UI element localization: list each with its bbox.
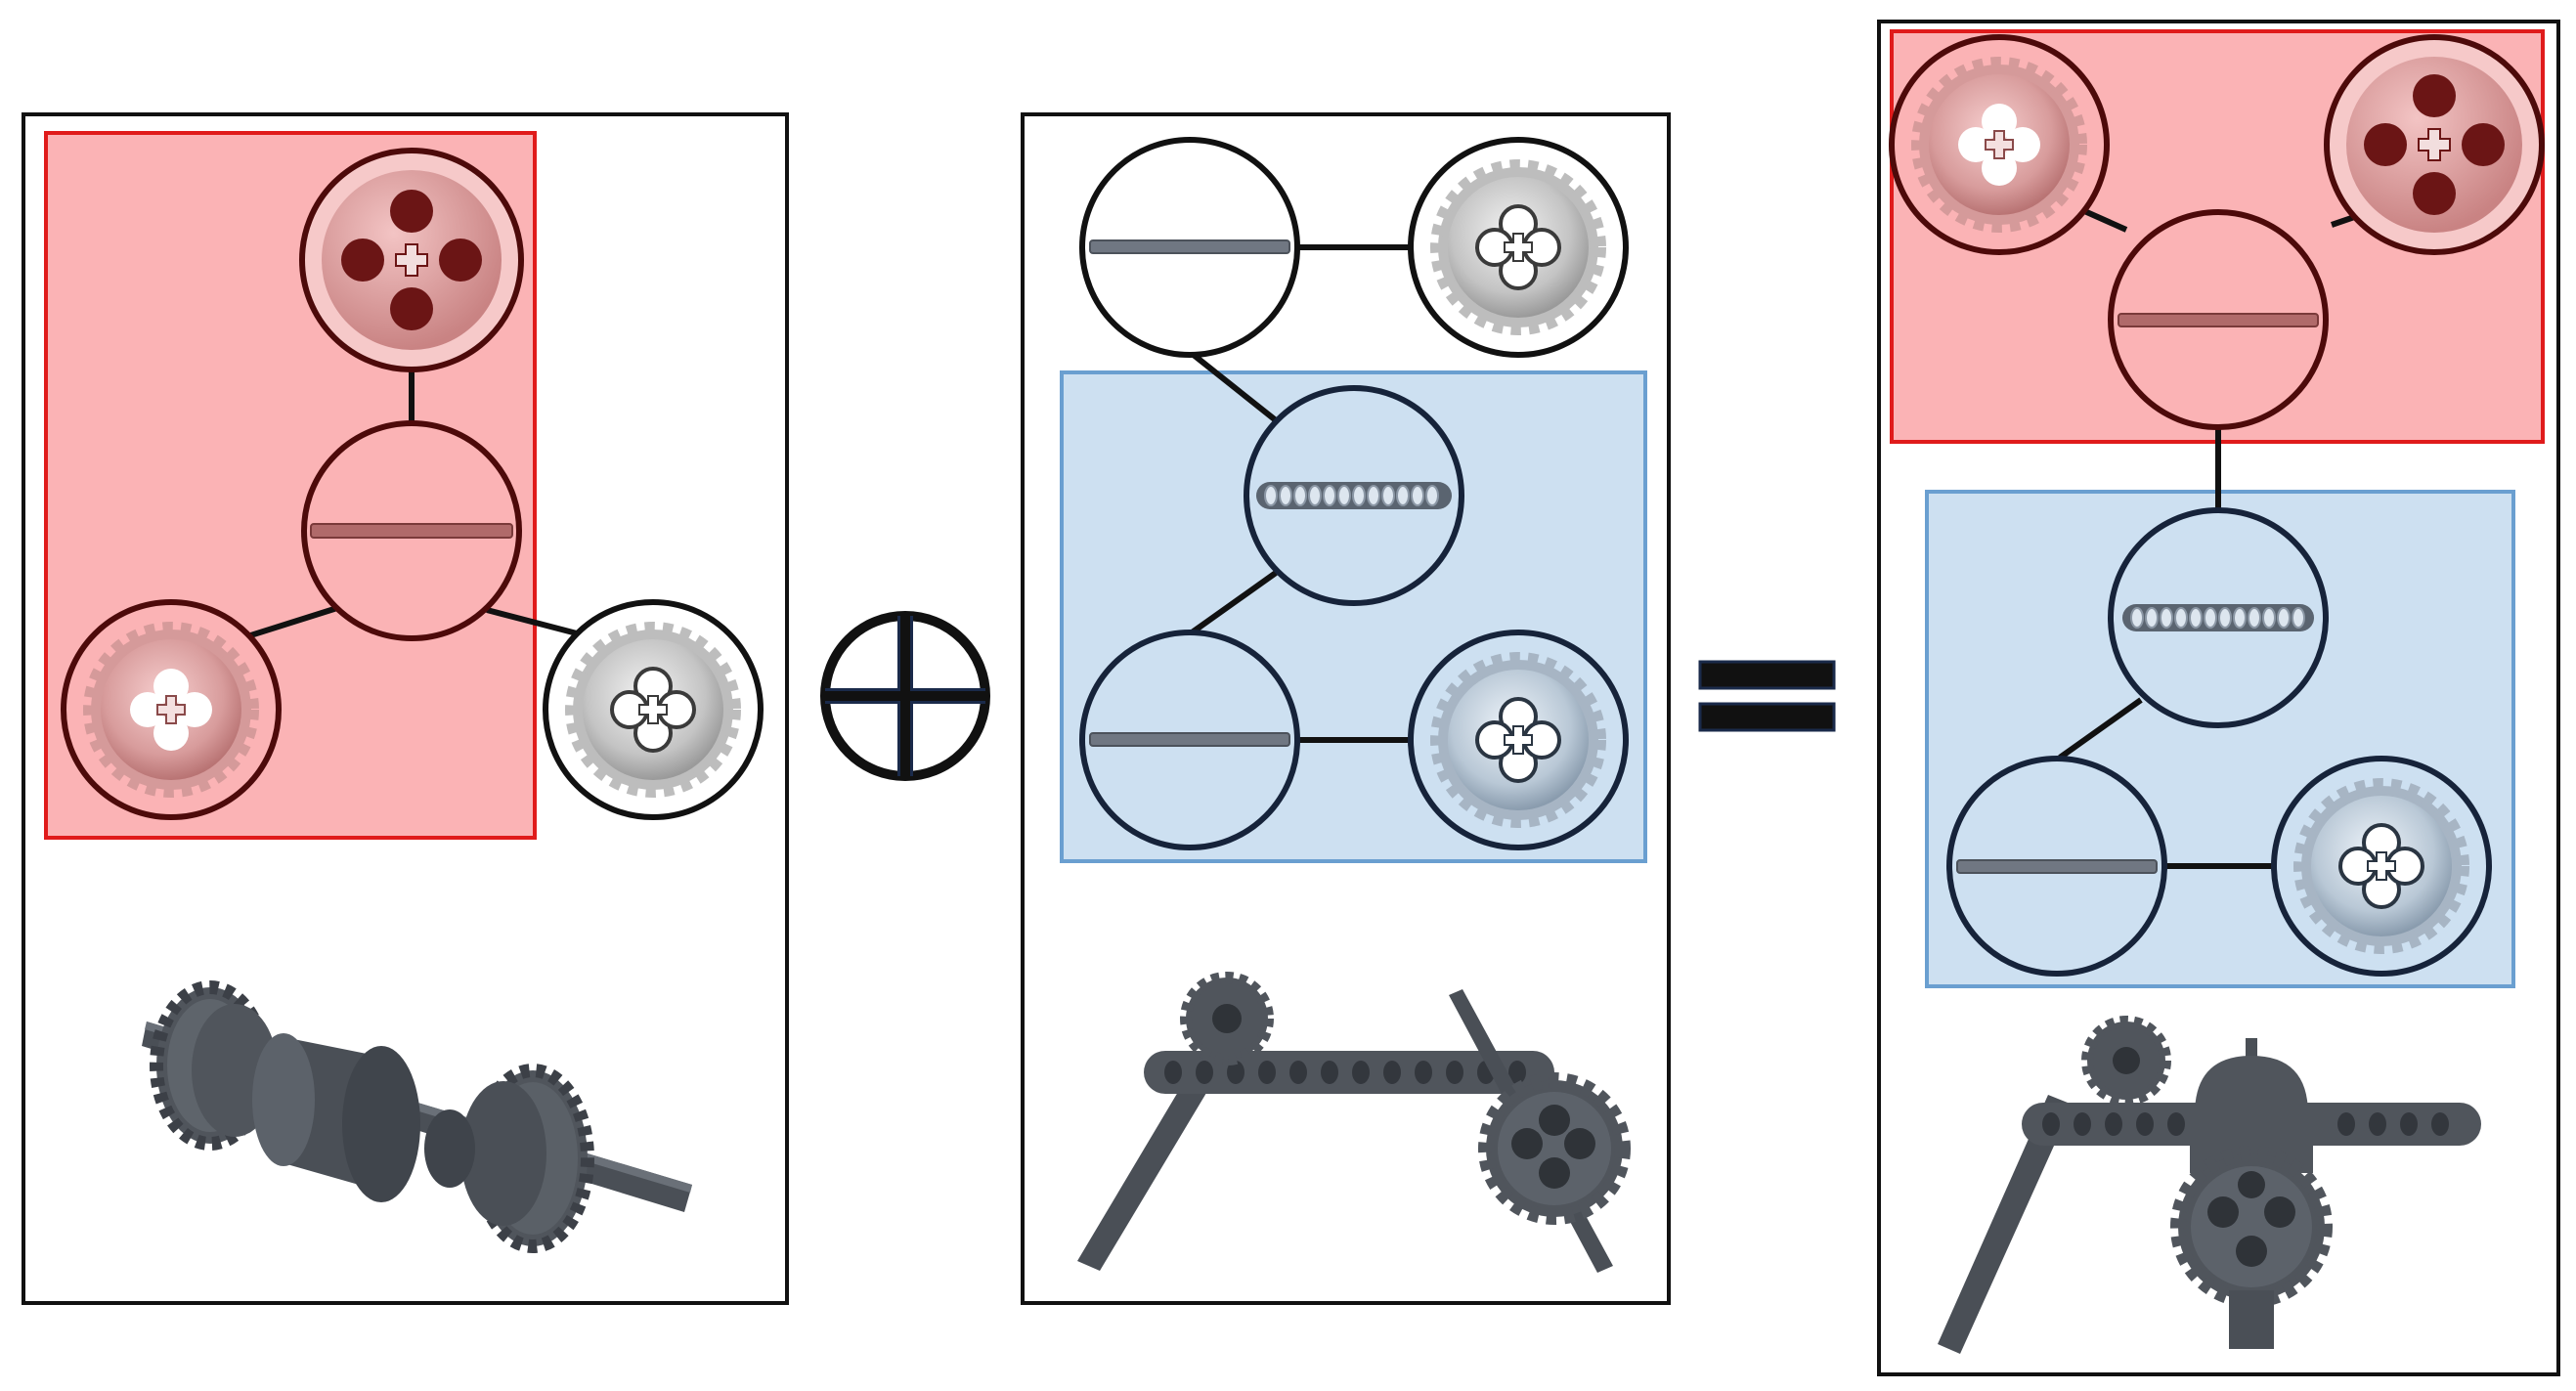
node-gear-r2 <box>2271 756 2492 977</box>
axle-icon <box>2118 313 2319 327</box>
node-axle <box>301 420 522 641</box>
panel-middle <box>1021 112 1671 1305</box>
render-merged-assembly <box>1938 1016 2481 1354</box>
node-gear-a <box>61 599 282 820</box>
gear-icon <box>2293 778 2469 954</box>
panel-right <box>1877 20 2560 1376</box>
gear-icon <box>83 622 259 798</box>
gear-icon <box>1911 57 2087 233</box>
node-pulley-r <box>2324 34 2545 255</box>
edge-axle-top-beam <box>1188 349 1278 423</box>
edge-beam-axle-low <box>1186 570 1278 638</box>
edge-gear-r-axle-r <box>2080 207 2128 233</box>
axle-icon <box>1956 859 2158 874</box>
node-gear-b <box>543 599 764 820</box>
node-gear-top <box>1408 137 1629 358</box>
edge-axle-gear-a <box>243 605 338 640</box>
beam-icon <box>1256 482 1452 509</box>
beam-icon <box>2122 604 2314 631</box>
node-axle-low <box>1079 630 1300 850</box>
equals-icon <box>1698 660 1836 732</box>
node-axle-r2 <box>1946 756 2167 977</box>
pulley-wheel-icon <box>322 170 502 350</box>
edge-beam-r-axle-r2 <box>2058 697 2143 761</box>
node-pulley <box>299 148 524 372</box>
gear-icon <box>1430 652 1606 828</box>
pulley-wheel-icon <box>2346 57 2522 233</box>
axle-icon <box>310 523 513 539</box>
render-gear-axle-assembly <box>142 980 692 1253</box>
node-beam-r <box>2108 507 2329 728</box>
axle-icon <box>1089 239 1290 254</box>
render-beam-axle-assembly <box>1077 972 1631 1273</box>
gear-icon <box>565 622 741 798</box>
gear-icon <box>1430 159 1606 335</box>
axle-icon <box>1089 732 1290 747</box>
edge-axle-gear-b <box>486 607 578 636</box>
plus-circle-icon <box>820 611 990 781</box>
node-gear-r <box>1889 34 2110 255</box>
node-gear-low <box>1408 630 1629 850</box>
node-axle-top <box>1079 137 1300 358</box>
node-axle-r <box>2108 209 2329 430</box>
panel-left <box>22 112 789 1305</box>
node-beam <box>1244 385 1464 606</box>
